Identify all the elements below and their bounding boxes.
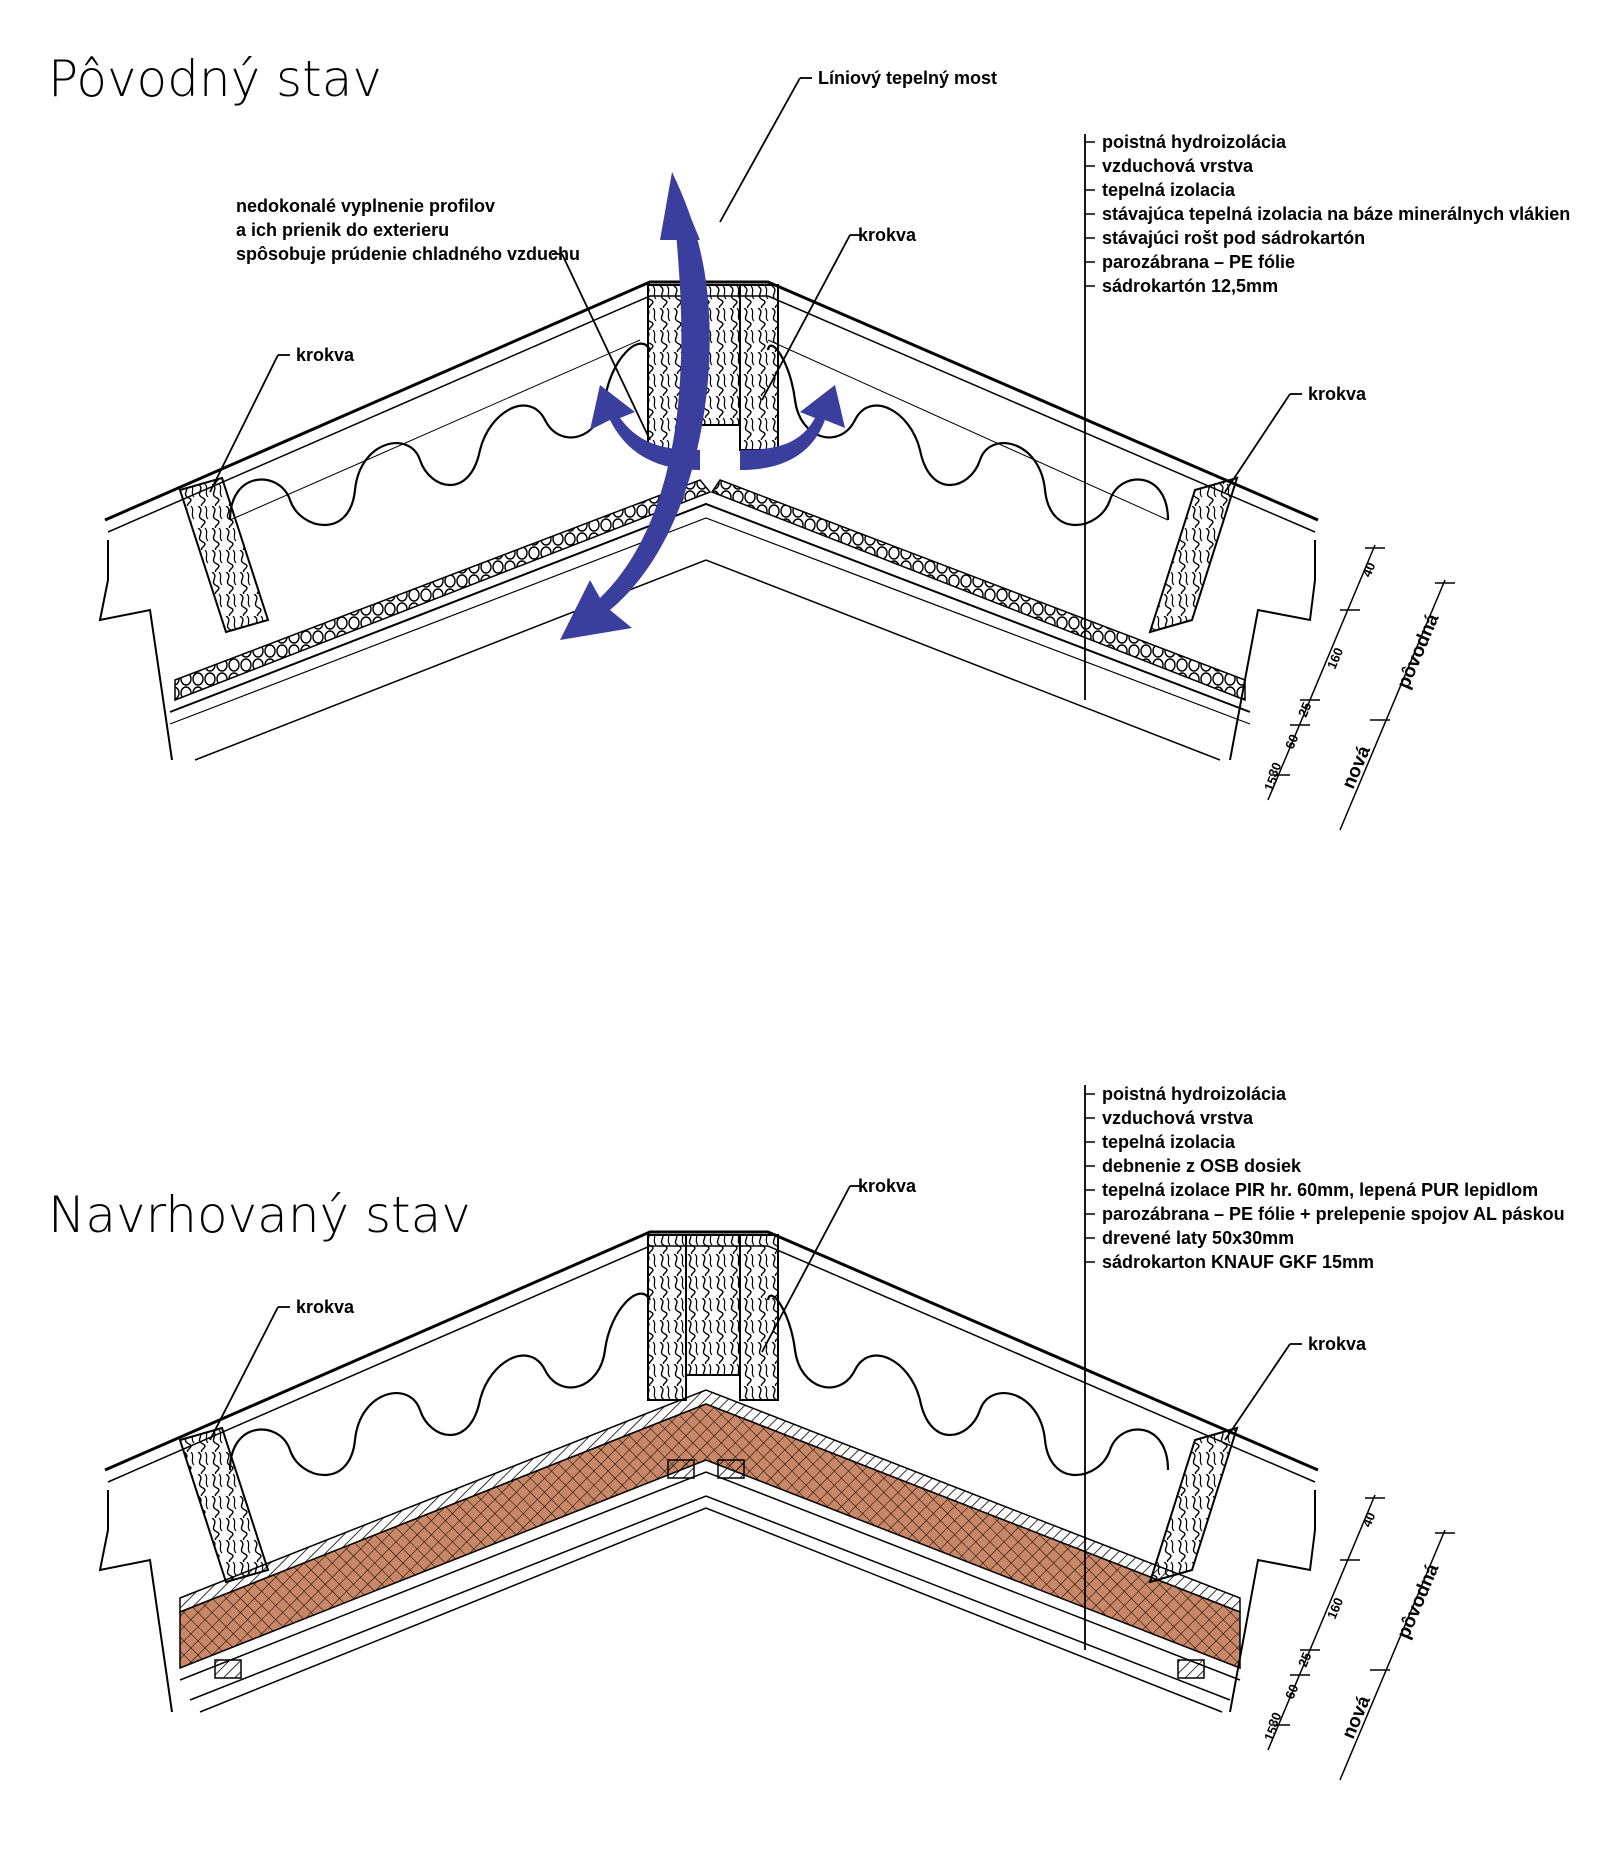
rafter-label-right-proposed: krokva [1308, 1334, 1367, 1354]
existing-mineral-layer [169, 479, 1251, 761]
layer-item: sádrokartón 12,5mm [1102, 276, 1278, 296]
dim-40: 40 [1359, 1510, 1378, 1529]
layer-item: vzduchová vrstva [1102, 1108, 1254, 1128]
dim-group-original: pôvodná [1393, 610, 1443, 691]
rafter-left-proposed [178, 1426, 270, 1584]
dim-60: 60 [1282, 1682, 1301, 1701]
original-state-section: Pôvodný stav [48, 50, 1570, 831]
rafter-left [178, 476, 270, 634]
dim-25: 25 [1295, 700, 1314, 719]
rafter-label-left-proposed: krokva [296, 1297, 355, 1317]
layer-item: poistná hydroizolácia [1102, 132, 1287, 152]
leader-lines [209, 77, 1302, 700]
thermal-bridge-label: Líniový tepelný most [818, 68, 997, 88]
layer-item: tepelná izolacia [1102, 180, 1236, 200]
layer-item: sádrokarton KNAUF GKF 15mm [1102, 1252, 1374, 1272]
eave-ends [98, 540, 1316, 761]
eave-ends-proposed [98, 1490, 1316, 1713]
dim-60: 60 [1282, 732, 1301, 751]
pir-insulation [179, 1403, 1241, 1670]
layer-item: drevené laty 50x30mm [1102, 1228, 1294, 1248]
dim-group-new: nová [1338, 743, 1375, 792]
layer-item: debnenie z OSB dosiek [1102, 1156, 1302, 1176]
proposed-state-title: Navrhovaný stav [48, 1186, 471, 1244]
dimension-chain-original: 40 160 25 60 30 15 pôvodná nová [1261, 544, 1455, 831]
layer-legend-proposed: poistná hydroizolácia vzduchová vrstva t… [1085, 1084, 1565, 1272]
ridge-rafters [647, 284, 779, 451]
layer-item: parozábrana – PE fólie [1102, 252, 1295, 272]
battens [214, 1459, 1205, 1679]
rafter-label-left: krokva [296, 345, 355, 365]
ridge-rafters-proposed [647, 1234, 779, 1401]
dim-160: 160 [1324, 1595, 1346, 1621]
dim-15: 15 [1261, 1724, 1280, 1743]
layer-item: stávajúca tepelná izolacia na báze miner… [1102, 204, 1570, 224]
cold-air-flow-arrows [560, 172, 845, 640]
layer-item: tepelná izolacia [1102, 1132, 1236, 1152]
dim-40: 40 [1359, 560, 1378, 579]
dim-15: 15 [1261, 774, 1280, 793]
layer-item: stávajúci rošt pod sádrokartón [1102, 228, 1365, 248]
gap-note-line2: a ich prienik do exterieru [236, 220, 449, 240]
rafter-label-ridge-proposed: krokva [858, 1176, 917, 1196]
proposed-state-section: Navrhovaný stav [48, 1084, 1565, 1781]
dimension-chain-proposed: 40 160 25 60 30 15 pôvodná nová [1261, 1494, 1455, 1781]
layer-item: tepelná izolace PIR hr. 60mm, lepená PUR… [1102, 1180, 1538, 1200]
rafter-right-proposed [1148, 1426, 1239, 1584]
mineral-wool-insulation-proposed [228, 1292, 1170, 1477]
dim-30: 30 [1265, 1710, 1284, 1729]
layer-item: vzduchová vrstva [1102, 156, 1254, 176]
gap-note-line1: nedokonalé vyplnenie profilov [236, 196, 495, 216]
rafter-label-right: krokva [1308, 384, 1367, 404]
gap-note-line3: spôsobuje prúdenie chladného vzduchu [236, 244, 580, 264]
original-state-title: Pôvodný stav [48, 50, 382, 108]
dim-160: 160 [1324, 645, 1346, 671]
leader-lines-proposed [209, 1085, 1302, 1650]
dim-30: 30 [1265, 760, 1284, 779]
rafter-label-ridge: krokva [858, 225, 917, 245]
lining-lines-proposed [179, 1471, 1241, 1713]
dim-group-original: pôvodná [1393, 1560, 1443, 1641]
mineral-wool-insulation [228, 339, 1170, 527]
rafter-right [1148, 476, 1239, 634]
dim-group-new: nová [1338, 1693, 1375, 1742]
layer-item: poistná hydroizolácia [1102, 1084, 1287, 1104]
dim-25: 25 [1295, 1650, 1314, 1669]
layer-item: parozábrana – PE fólie + prelepenie spoj… [1102, 1204, 1565, 1224]
layer-legend-original: poistná hydroizolácia vzduchová vrstva t… [1085, 132, 1570, 296]
